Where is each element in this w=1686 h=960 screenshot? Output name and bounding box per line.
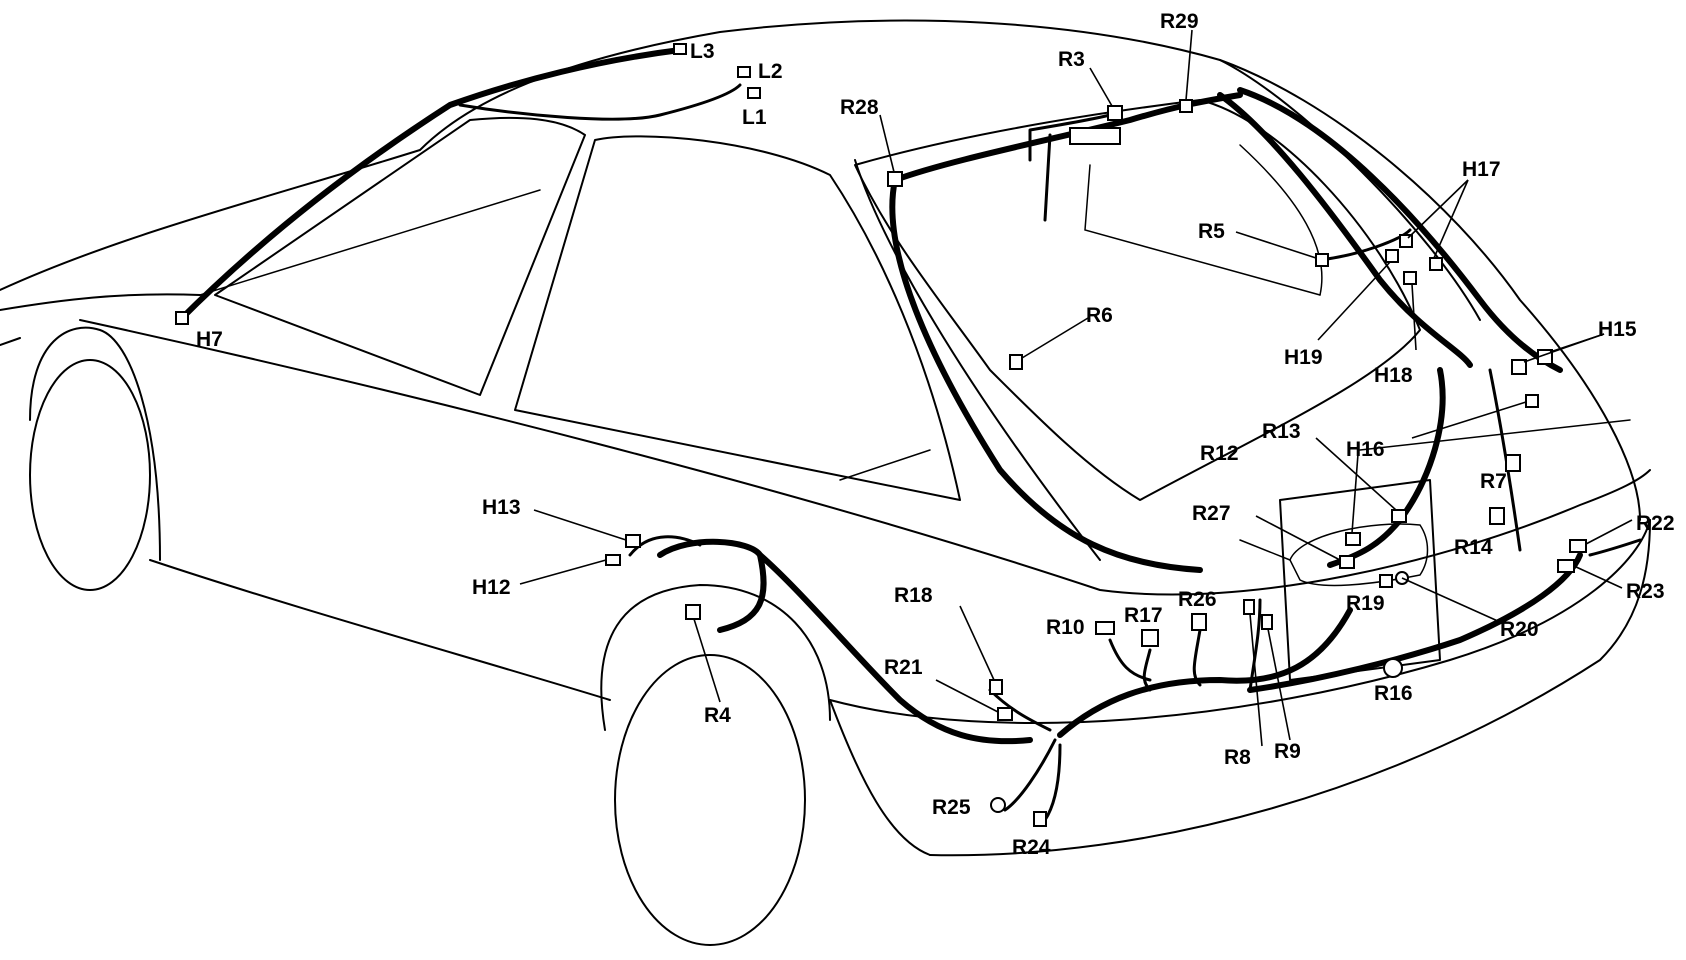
connector-r29	[1179, 99, 1193, 113]
harness-hatch	[889, 87, 1563, 573]
label-h17: H17	[1462, 158, 1501, 181]
label-r16: R16	[1374, 682, 1413, 705]
connector-h13	[625, 534, 641, 548]
label-r27: R27	[1192, 502, 1231, 525]
connector-h17-b	[1429, 257, 1443, 271]
label-r8: R8	[1224, 746, 1251, 769]
connector-r26	[1191, 613, 1207, 631]
labels: L3 L2 L1 R29 R3 R28 R5 R6 H17 H19 H18 H1…	[196, 10, 1675, 859]
label-h15: H15	[1598, 318, 1637, 341]
connector-h18	[1403, 271, 1417, 285]
label-r12: R12	[1200, 442, 1239, 465]
label-h7: H7	[196, 328, 223, 351]
label-r9: R9	[1274, 740, 1301, 763]
label-l2: L2	[758, 60, 783, 83]
label-r22: R22	[1636, 512, 1675, 535]
label-r25: R25	[932, 796, 971, 819]
connector-r9	[1261, 614, 1273, 630]
connector-r22	[1569, 539, 1587, 553]
car-body	[0, 19, 1651, 946]
connector-l1	[747, 87, 761, 99]
connector-r8	[1243, 599, 1255, 615]
label-r23: R23	[1626, 580, 1665, 603]
label-r13: R13	[1262, 420, 1301, 443]
harness-quarter	[628, 535, 1642, 822]
connector-h19	[1385, 249, 1399, 263]
label-r28: R28	[840, 96, 879, 119]
connector-r7	[1505, 454, 1521, 472]
connector-r12	[1345, 532, 1361, 546]
label-r14: R14	[1454, 536, 1493, 559]
connector-r6	[1009, 354, 1023, 370]
connector-l3	[673, 43, 687, 55]
connector-r27	[1339, 555, 1355, 569]
connector-r3	[1107, 105, 1123, 121]
label-r4: R4	[704, 704, 731, 727]
label-r6: R6	[1086, 304, 1113, 327]
connector-r14	[1489, 507, 1505, 525]
connector-r3-lamp	[1069, 127, 1121, 145]
label-r29: R29	[1160, 10, 1199, 33]
leader-lines	[519, 29, 1633, 747]
connector-h12	[605, 554, 621, 566]
connector-r25	[990, 797, 1006, 813]
label-r17: R17	[1124, 604, 1163, 627]
label-r21: R21	[884, 656, 923, 679]
label-r24: R24	[1012, 836, 1051, 859]
connector-r16	[1383, 658, 1403, 678]
label-r7: R7	[1480, 470, 1507, 493]
connector-r17	[1141, 629, 1159, 647]
label-r18: R18	[894, 584, 933, 607]
label-h19: H19	[1284, 346, 1323, 369]
label-h16: H16	[1346, 438, 1385, 461]
connector-r19	[1379, 574, 1393, 588]
label-r10: R10	[1046, 616, 1085, 639]
connector-r13	[1391, 509, 1407, 523]
connector-r23	[1557, 559, 1575, 573]
connector-r21	[997, 707, 1013, 721]
connector-r24	[1033, 811, 1047, 827]
label-h18: H18	[1374, 364, 1413, 387]
connector-r18	[989, 679, 1003, 695]
connectors	[175, 43, 1587, 827]
label-r20: R20	[1500, 618, 1539, 641]
label-r3: R3	[1058, 48, 1085, 71]
label-r5: R5	[1198, 220, 1225, 243]
harness-roof	[177, 47, 742, 323]
connector-h7	[175, 311, 189, 325]
connector-h16	[1525, 394, 1539, 408]
connector-l2	[737, 66, 751, 78]
label-l3: L3	[690, 40, 715, 63]
label-r19: R19	[1346, 592, 1385, 615]
connector-r10	[1095, 621, 1115, 635]
label-r26: R26	[1178, 588, 1217, 611]
connector-r28	[887, 171, 903, 187]
label-l1: L1	[742, 106, 767, 129]
connector-r5	[1315, 253, 1329, 267]
connector-r4	[685, 604, 701, 620]
connector-h15-a	[1511, 359, 1527, 375]
label-h12: H12	[472, 576, 511, 599]
label-h13: H13	[482, 496, 521, 519]
